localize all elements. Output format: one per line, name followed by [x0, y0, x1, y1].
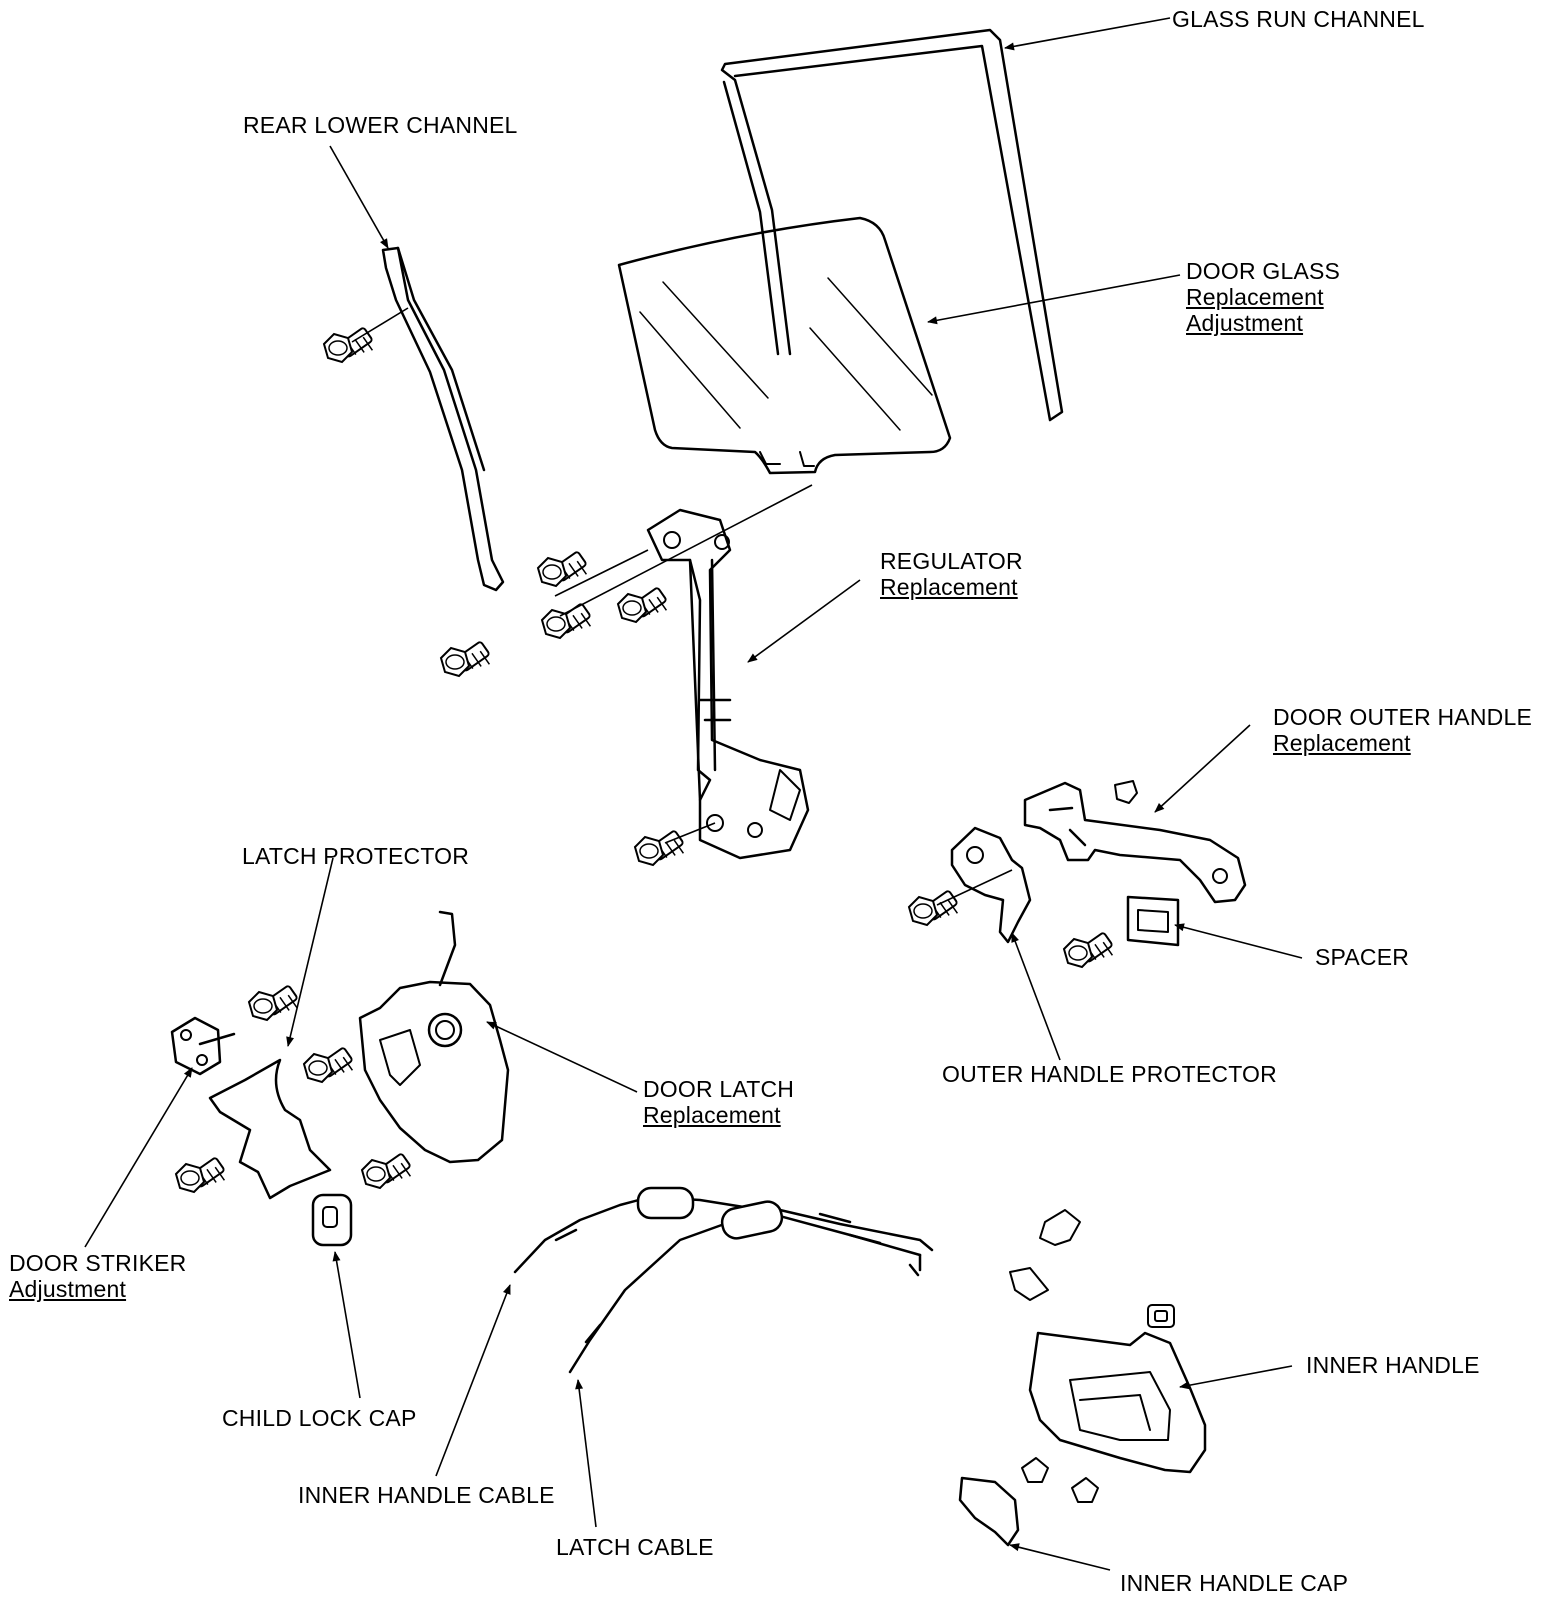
inner-handle-cap-part — [958, 1476, 1020, 1547]
label-latch-protector: LATCH PROTECTOR — [242, 843, 470, 869]
label-door-outer-handle: DOOR OUTER HANDLE Replacement — [1273, 704, 1532, 756]
label-door-latch: DOOR LATCH Replacement — [643, 1076, 795, 1128]
clips — [1009, 780, 1175, 1503]
door-outer-handle-replacement-link[interactable]: Replacement — [1273, 730, 1411, 756]
label-inner-handle-cable: INNER HANDLE CABLE — [298, 1482, 555, 1508]
label-door-striker: DOOR STRIKER Adjustment — [9, 1250, 187, 1302]
door-striker-adjustment-link[interactable]: Adjustment — [9, 1276, 127, 1302]
door-glass-replacement-link[interactable]: Replacement — [1186, 284, 1324, 310]
inner-handle-cable-part — [513, 1186, 922, 1277]
label-spacer: SPACER — [1315, 944, 1410, 970]
door-outer-handle — [1023, 781, 1247, 904]
leader-lines — [84, 17, 1303, 1571]
label-child-lock-cap: CHILD LOCK CAP — [222, 1405, 417, 1431]
door-latch — [358, 910, 510, 1164]
label-glass-run-channel: GLASS RUN CHANNEL — [1172, 6, 1425, 32]
child-lock-cap — [311, 1193, 353, 1247]
glass-run-channel — [720, 28, 1064, 422]
latch-protector — [208, 1058, 332, 1200]
latch-cable-part — [568, 1200, 934, 1374]
door-latch-replacement-link[interactable]: Replacement — [643, 1102, 781, 1128]
door-glass — [617, 216, 952, 475]
label-rear-lower-channel: REAR LOWER CHANNEL — [243, 112, 518, 138]
spacer-part — [1126, 895, 1180, 947]
door-glass-adjustment-link[interactable]: Adjustment — [1186, 310, 1304, 336]
label-inner-handle-cap: INNER HANDLE CAP — [1120, 1570, 1349, 1596]
door-striker-part — [170, 1016, 236, 1076]
regulator-assembly — [646, 508, 810, 860]
inner-handle-part — [1028, 1331, 1207, 1474]
rear-lower-channel — [381, 246, 505, 592]
regulator-replacement-link[interactable]: Replacement — [880, 574, 1018, 600]
label-latch-cable: LATCH CABLE — [556, 1534, 714, 1560]
label-regulator: REGULATOR Replacement — [880, 548, 1023, 600]
outer-handle-protector — [950, 826, 1032, 944]
label-outer-handle-protector: OUTER HANDLE PROTECTOR — [942, 1061, 1277, 1087]
label-door-glass: DOOR GLASS Replacement Adjustment — [1186, 258, 1341, 336]
label-inner-handle: INNER HANDLE — [1306, 1352, 1480, 1378]
